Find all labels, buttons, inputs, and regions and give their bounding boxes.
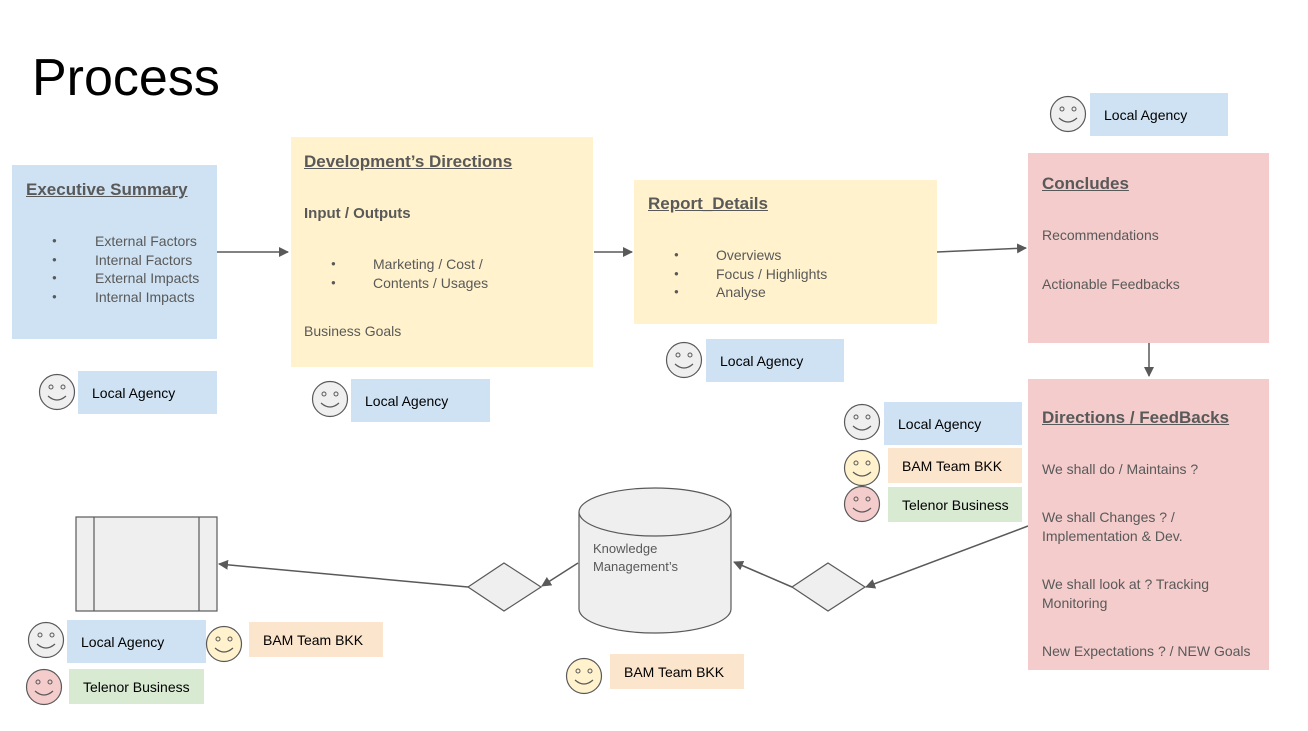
arrow-decision-to-process: [218, 559, 469, 588]
smiley-face-icon: [565, 657, 603, 695]
development-directions-box[interactable]: Development’s Directions Input / Outputs…: [291, 137, 593, 367]
role-tag-telenor: Telenor Business: [69, 669, 204, 704]
executive-summary-heading: Executive Summary: [26, 180, 188, 199]
directions-feedbacks-box[interactable]: Directions / FeedBacks We shall do / Mai…: [1028, 379, 1269, 670]
predefined-process-box: [75, 516, 218, 612]
directions-heading: Directions / FeedBacks: [1042, 408, 1230, 427]
smiley-face-icon: [843, 485, 881, 523]
smiley-face-icon: [843, 403, 881, 441]
role-tag-local-agency: Local Agency: [1090, 93, 1228, 136]
report-list: Overviews Focus / Highlights Analyse: [634, 246, 827, 302]
decision-diamond-left: [466, 562, 543, 612]
directions-line: Implementation & Dev.: [1042, 528, 1183, 544]
role-tag-local-agency: Local Agency: [706, 339, 844, 382]
concludes-line-actionable: Actionable Feedbacks: [1042, 276, 1180, 292]
concludes-line-recommendations: Recommendations: [1042, 227, 1159, 243]
smiley-face-icon: [665, 341, 703, 379]
role-tag-telenor: Telenor Business: [888, 487, 1022, 522]
page-title: Process: [32, 49, 220, 107]
report-details-box[interactable]: Report_Details Overviews Focus / Highlig…: [634, 180, 937, 324]
development-heading: Development’s Directions: [304, 152, 513, 171]
role-tag-local-agency: Local Agency: [78, 371, 217, 414]
list-item: Marketing / Cost /: [291, 255, 488, 274]
list-item: External Impacts: [12, 269, 199, 288]
development-subheading: Input / Outputs: [304, 205, 411, 222]
role-tag-bam-team: BAM Team BKK: [249, 622, 383, 657]
directions-line: We shall do / Maintains ?: [1042, 461, 1199, 477]
smiley-face-icon: [843, 449, 881, 487]
role-tag-bam-team: BAM Team BKK: [610, 654, 744, 689]
role-tag-local-agency: Local Agency: [884, 402, 1022, 445]
knowledge-label-line1: Knowledge: [593, 541, 658, 556]
smiley-face-icon: [25, 668, 63, 706]
list-item: Analyse: [634, 283, 827, 302]
smiley-face-icon: [205, 625, 243, 663]
directions-line: We shall Changes ? /: [1042, 509, 1175, 525]
arrow-directions-to-decision: [865, 525, 1029, 589]
arrow-report-to-concludes: [936, 243, 1027, 254]
role-tag-bam-team: BAM Team BKK: [888, 448, 1022, 483]
list-item: Overviews: [634, 246, 827, 265]
smiley-face-icon: [1049, 95, 1087, 133]
list-item: Contents / Usages: [291, 274, 488, 293]
list-item: Internal Impacts: [12, 288, 199, 307]
executive-summary-list: External Factors Internal Factors Extern…: [12, 232, 199, 306]
development-list: Marketing / Cost / Contents / Usages: [291, 255, 488, 292]
executive-summary-box[interactable]: Executive Summary External Factors Inter…: [12, 165, 217, 339]
arrow-knowledge-to-decision: [541, 562, 579, 587]
development-footer: Business Goals: [304, 323, 402, 339]
arrow-decision-to-knowledge: [733, 560, 793, 588]
knowledge-label-line2: Management’s: [593, 559, 679, 574]
role-tag-local-agency: Local Agency: [351, 379, 490, 422]
directions-line: Monitoring: [1042, 595, 1108, 611]
list-item: External Factors: [12, 232, 199, 251]
list-item: Internal Factors: [12, 251, 199, 270]
smiley-face-icon: [38, 373, 76, 411]
directions-line: New Expectations ? / NEW Goals: [1042, 643, 1251, 659]
list-item: Focus / Highlights: [634, 265, 827, 284]
report-heading: Report_Details: [648, 194, 768, 213]
directions-line: We shall look at ? Tracking: [1042, 576, 1210, 592]
smiley-face-icon: [311, 380, 349, 418]
concludes-box[interactable]: Concludes Recommendations Actionable Fee…: [1028, 153, 1269, 343]
concludes-heading: Concludes: [1042, 174, 1129, 193]
role-tag-local-agency: Local Agency: [67, 620, 206, 663]
decision-diamond-right: [790, 562, 867, 612]
smiley-face-icon: [27, 621, 65, 659]
